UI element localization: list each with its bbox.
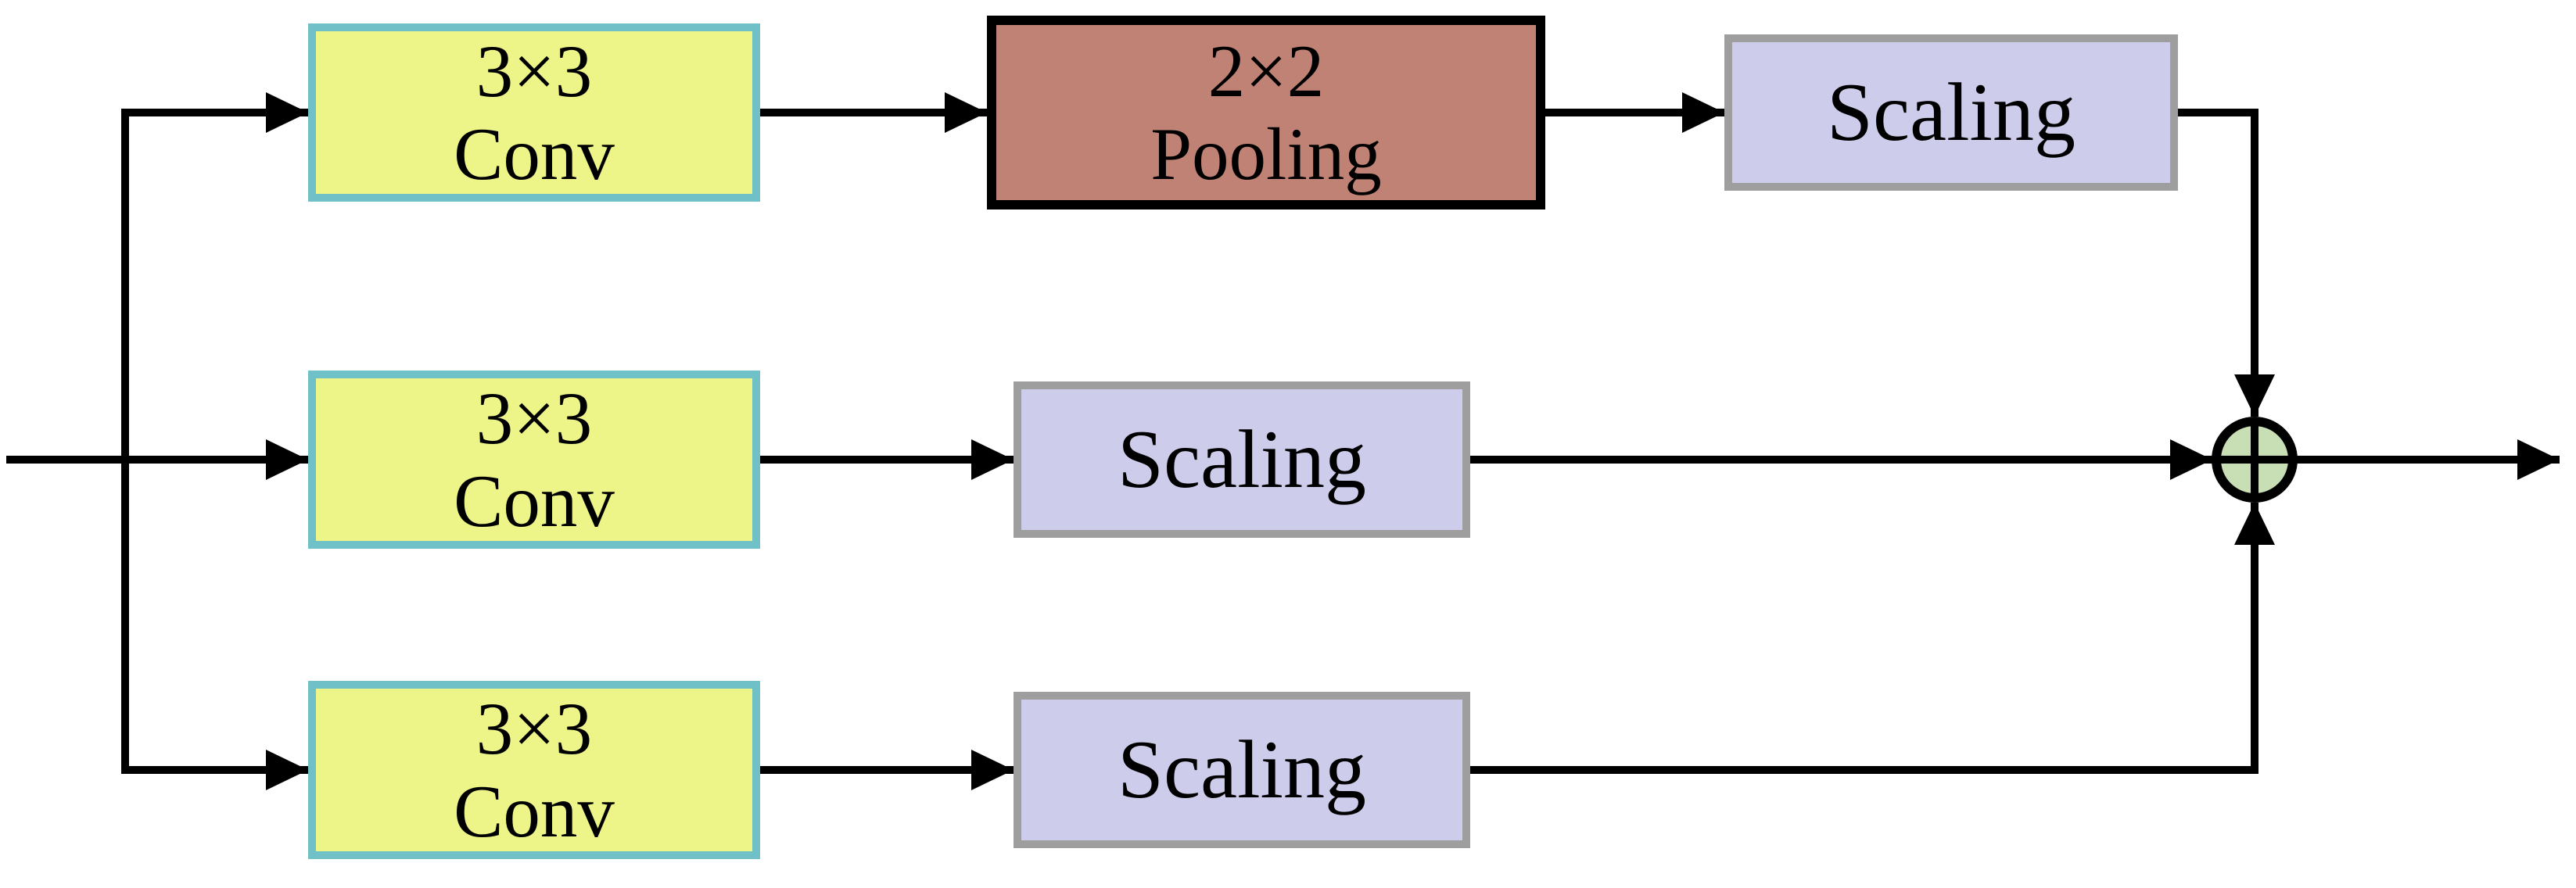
scaling-bottom-label: Scaling — [1118, 723, 1366, 815]
conv-bottom-op-label: Conv — [454, 770, 615, 853]
scaling-bottom-to-merge-arrow — [1470, 503, 2275, 774]
conv-middle-op-label: Conv — [454, 460, 615, 542]
scaling-middle-label: Scaling — [1118, 413, 1366, 505]
conv-bottom-kernel-label: 3×3 — [475, 686, 593, 770]
scaling-top-label: Scaling — [1827, 66, 2076, 158]
pooling-kernel-label: 2×2 — [1207, 29, 1325, 113]
pooling-op-label: Pooling — [1150, 113, 1382, 195]
conv-top-kernel-label: 3×3 — [475, 29, 593, 113]
node-pooling: 2×2 Pooling — [987, 16, 1545, 209]
node-conv-bottom: 3×3 Conv — [308, 681, 760, 859]
scaling-top-to-merge-arrow — [2178, 109, 2275, 417]
node-scaling-top: Scaling — [1724, 34, 2178, 191]
node-scaling-middle: Scaling — [1014, 381, 1470, 538]
conv-middle-kernel-label: 3×3 — [475, 376, 593, 460]
conv-top-op-label: Conv — [454, 113, 615, 195]
node-conv-top: 3×3 Conv — [308, 23, 760, 202]
node-scaling-bottom: Scaling — [1014, 692, 1470, 848]
node-conv-middle: 3×3 Conv — [308, 371, 760, 549]
